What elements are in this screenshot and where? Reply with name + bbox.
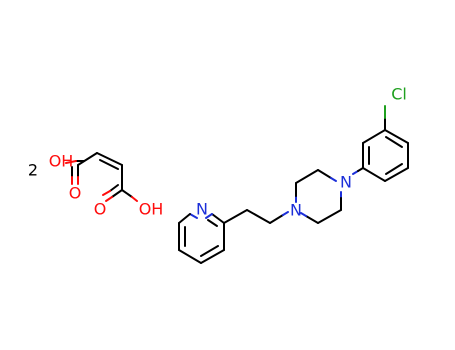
bond-c2-ch2a (223, 209, 248, 224)
bond-c4-o-carbonyl-b (109, 184, 119, 192)
bond-c4-c3-double (200, 245, 219, 257)
bond-c4-c3 (200, 249, 225, 264)
bond-ch2b-n4-n-side (282, 211, 289, 216)
hydroxyl-oxygen-2: OH (139, 200, 164, 219)
bond-c2-c3 (96, 152, 123, 166)
bond-c4-o-carbonyl-a-o-side (105, 196, 113, 202)
bond-c5p-n4 (305, 215, 319, 224)
bond-ar3-ar4 (384, 129, 409, 144)
bond-n1-c6-n-side (189, 213, 198, 219)
hydroxyl-oxygen-1: OH (49, 152, 74, 171)
bond-c2-n1 (211, 213, 225, 224)
bond-ar5-ar6-double (385, 163, 403, 175)
bond-c2p-n1p (317, 169, 332, 179)
bond-ar3-ar4-double (385, 136, 403, 148)
maleic-acid: 2 OH O O OH (28, 152, 163, 219)
pyridine-ring: N (178, 200, 225, 264)
stoichiometry-multiplier: 2 (28, 161, 38, 180)
bond-c3p-c2p (295, 169, 319, 184)
bond-c5-c4 (178, 249, 202, 264)
bond-n1-c6 (178, 213, 191, 224)
bond-ch2b-n4 (269, 214, 284, 224)
piperazine-nitrogen-right: N (340, 173, 352, 192)
bond-c4-oh (121, 189, 133, 198)
bond-ar2-ar3 (362, 129, 386, 144)
ethyl-linker (223, 209, 289, 224)
carbonyl-oxygen-2: O (94, 200, 107, 219)
bond-c6p-c5p (317, 209, 342, 224)
bond-c4-o-carbonyl-a (111, 189, 123, 198)
bond-c2-c3-double (99, 159, 119, 170)
bond-ar5-ar6 (384, 167, 409, 182)
pyridine-nitrogen: N (196, 200, 208, 219)
bond-ch2a-ch2b (246, 209, 271, 224)
bond-c5p-n4-n-side (300, 212, 307, 217)
bond-c4-o-carbonyl-b-o-side (102, 190, 111, 196)
bond-c1-oh-o-side (65, 160, 77, 164)
piperazine-ring: N N (290, 169, 352, 224)
carbonyl-oxygen-1: O (69, 184, 82, 203)
chlorine-atom: Cl (391, 85, 407, 104)
piperazine-nitrogen-left: N (290, 201, 302, 220)
bond-ar6-ar1 (362, 167, 386, 182)
bond-c1-c2 (77, 152, 98, 166)
bond-c2-n1-double (207, 219, 218, 227)
bond-c2-n1-n-side (205, 213, 213, 219)
bond-c4-oh-o-side (131, 196, 138, 202)
chlorophenyl-ring: Cl (352, 85, 409, 182)
bond-c2p-n1p-n-side (330, 177, 337, 182)
